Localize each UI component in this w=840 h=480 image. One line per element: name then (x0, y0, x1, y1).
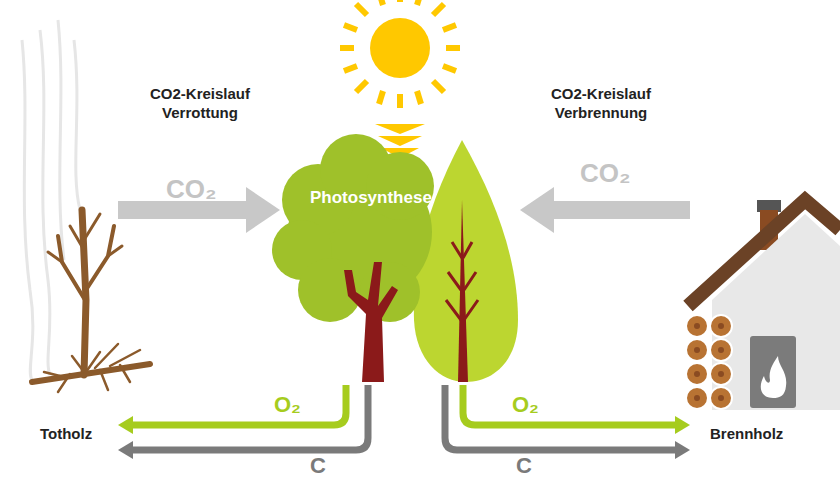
flow-label: O₂ (512, 394, 539, 416)
node-label: Photosynthese (310, 188, 432, 208)
arrow-shaft (133, 385, 346, 425)
log (686, 363, 708, 385)
log-core (694, 395, 700, 401)
sun-ray (433, 81, 444, 92)
dead-branch (86, 226, 114, 290)
flow-label: CO₂ (166, 176, 217, 202)
cycle-heading: CO2-Kreislauf Verbrennung (545, 84, 657, 122)
wind-line (40, 30, 50, 375)
log (686, 387, 708, 409)
arrow-shaft (118, 201, 246, 219)
dead-tree (32, 210, 150, 392)
house-roof (688, 200, 840, 306)
sun-ray (356, 81, 367, 92)
arrow-head (675, 416, 690, 434)
log-core (718, 323, 724, 329)
log (710, 315, 732, 337)
conifer-trunk (458, 200, 468, 382)
firewood-group: Brennholz (690, 190, 840, 455)
arrow-head (246, 187, 280, 233)
log (710, 387, 732, 409)
arrow-shaft (133, 385, 368, 450)
arrow-head (118, 416, 133, 434)
stove (750, 336, 796, 408)
arrow-shaft (463, 385, 675, 425)
element-flow-arrow (118, 385, 368, 459)
conifer-branch (446, 242, 478, 320)
flow-label: C (516, 455, 532, 477)
arrow-shaft (445, 385, 675, 450)
deciduous-trunk (344, 262, 398, 382)
photosynthesis-crown: Photosynthese (280, 140, 520, 385)
log-core (694, 347, 700, 353)
wind-line (22, 40, 33, 380)
log-core (718, 395, 724, 401)
arrow-head (118, 441, 133, 459)
co2-flow-arrow (520, 187, 690, 233)
sun-ray (446, 45, 460, 51)
log (710, 339, 732, 361)
crown-lobe (366, 152, 434, 220)
sun-beam (378, 136, 422, 146)
flow-label: O₂ (274, 394, 301, 416)
log-core (694, 371, 700, 377)
sun-ray (397, 94, 403, 108)
house-wall (712, 214, 840, 410)
wind-lines (22, 20, 80, 380)
sun-ray (344, 66, 357, 71)
log (686, 315, 708, 337)
flow-label: C (310, 455, 326, 477)
conifer-branches (446, 242, 478, 320)
flow-label: CO₂ (580, 160, 631, 186)
log (710, 363, 732, 385)
house (686, 200, 840, 410)
sun-ray (417, 91, 421, 104)
sun-ray (340, 45, 354, 51)
firewood-stack (686, 315, 732, 409)
log-core (718, 347, 724, 353)
sun-ray (344, 25, 357, 30)
log-cores (694, 323, 724, 401)
dead-branch (108, 246, 122, 256)
log-core (718, 371, 724, 377)
dead-branch (70, 226, 84, 250)
flame (761, 356, 786, 398)
sun-ray (356, 4, 367, 15)
roots (72, 352, 100, 372)
element-flow-arrow (463, 385, 690, 434)
log-core (694, 323, 700, 329)
log (686, 339, 708, 361)
wind-line (74, 40, 80, 210)
sun-ray (433, 4, 444, 15)
sun-rays (340, 0, 460, 108)
arrow-shaft (554, 201, 690, 219)
deadwood-group: Totholz (30, 195, 118, 455)
dead-branch (84, 214, 100, 240)
arrow-head (520, 187, 554, 233)
dead-branch (48, 252, 62, 262)
sun-ray (397, 0, 403, 2)
wind-line (58, 20, 64, 260)
element-flow-arrow (118, 385, 346, 434)
sun-ray (379, 91, 383, 104)
sun-beam (375, 124, 425, 134)
sun-ray (417, 0, 421, 5)
sun-ray (379, 0, 383, 5)
arrow-head (675, 441, 690, 459)
node-label: Brennholz (710, 425, 783, 442)
twigs (44, 344, 140, 392)
sun-ray (443, 25, 456, 30)
node-label: Totholz (40, 425, 92, 442)
sun-disc (370, 18, 430, 78)
sun-ray (443, 66, 456, 71)
element-flow-arrow (445, 385, 690, 459)
deciduous-tree (272, 134, 434, 382)
cycle-heading: CO2-Kreislauf Verrottung (144, 84, 256, 122)
